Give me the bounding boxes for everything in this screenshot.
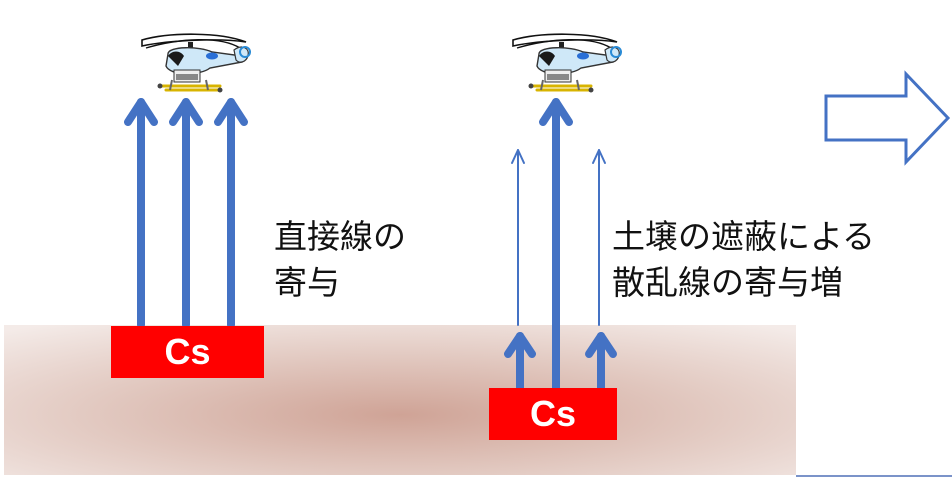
thin-arrow-right [592,149,606,326]
hollow-right-arrow-icon [824,70,951,166]
helicopter-icon-left [140,32,252,94]
scatter-label-line2: 散乱線の寄与増 [612,263,843,302]
scatter-contribution-label: 土壌の遮蔽による 散乱線の寄与増 [612,214,875,306]
thick-arrow-center [539,98,573,394]
helicopter-icon-right [511,32,623,94]
scatter-arrows [504,98,617,394]
direct-label-line2: 寄与 [274,263,340,302]
direct-arrow-2 [169,98,203,329]
direct-arrow-1 [124,98,158,329]
short-arrow-left [504,332,536,392]
cs-source-right: Cs [489,388,617,440]
direct-arrow-3 [214,98,248,329]
scatter-label-line1: 土壌の遮蔽による [612,217,876,256]
cs-source-left: Cs [111,326,264,378]
direct-label-line1: 直接線の [274,217,406,256]
direct-arrows [124,98,248,329]
direct-contribution-label: 直接線の 寄与 [274,214,406,306]
short-arrow-right [585,332,617,392]
thin-arrow-left [511,149,525,326]
